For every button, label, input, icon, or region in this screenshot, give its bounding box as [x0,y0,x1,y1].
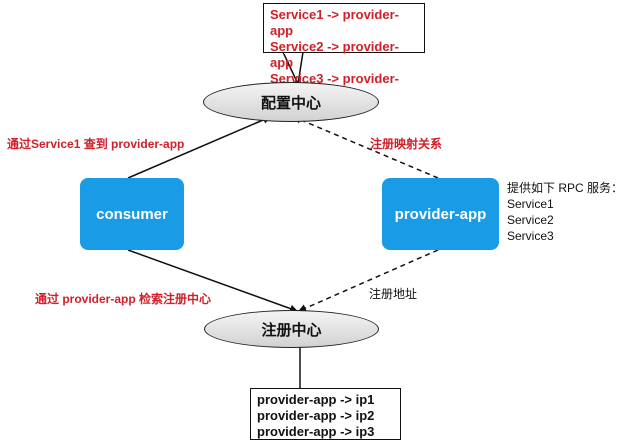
service-mapping-line-1: Service1 -> provider-app [270,7,399,38]
config-center-label: 配置中心 [260,94,321,112]
service-mapping-note: Service1 -> provider-app Service2 -> pro… [263,3,425,102]
edge-provider-to-config [293,116,439,179]
edge-label-query-service: 通过Service1 查到 provider-app [7,137,185,151]
edge-label-register-address: 注册地址 [369,287,418,301]
provider-service-1: Service1 [507,197,554,211]
address-line-1: provider-app -> ip1 [257,392,375,407]
consumer-node: consumer [80,178,184,250]
edge-provider-to-registry [298,249,439,312]
provider-service-3: Service3 [507,229,554,243]
registry-center-label: 注册中心 [261,321,322,339]
edge-label-register-mapping: 注册映射关系 [370,137,443,151]
provider-services-list: 提供如下 RPC 服务： Service1 Service2 Service3 [507,180,623,244]
edge-consumer-to-registry [127,249,298,313]
registry-center-node: 注册中心 [204,310,379,348]
edge-label-lookup-registry: 通过 provider-app 检索注册中心 [35,292,212,306]
provider-app-node: provider-app [382,178,499,250]
config-center-node: 配置中心 [203,82,379,122]
provider-services-title: 提供如下 RPC 服务： [507,181,624,195]
service-mapping-line-2: Service2 -> provider-app [270,39,399,70]
address-line-3: provider-app -> ip3 [257,424,375,439]
consumer-label: consumer [96,205,168,223]
edge-consumer-to-config [127,116,271,179]
provider-app-label: provider-app [394,205,487,223]
provider-service-2: Service2 [507,213,554,227]
address-line-2: provider-app -> ip2 [257,408,375,423]
address-mapping-note: provider-app -> ip1 provider-app -> ip2 … [250,388,401,440]
